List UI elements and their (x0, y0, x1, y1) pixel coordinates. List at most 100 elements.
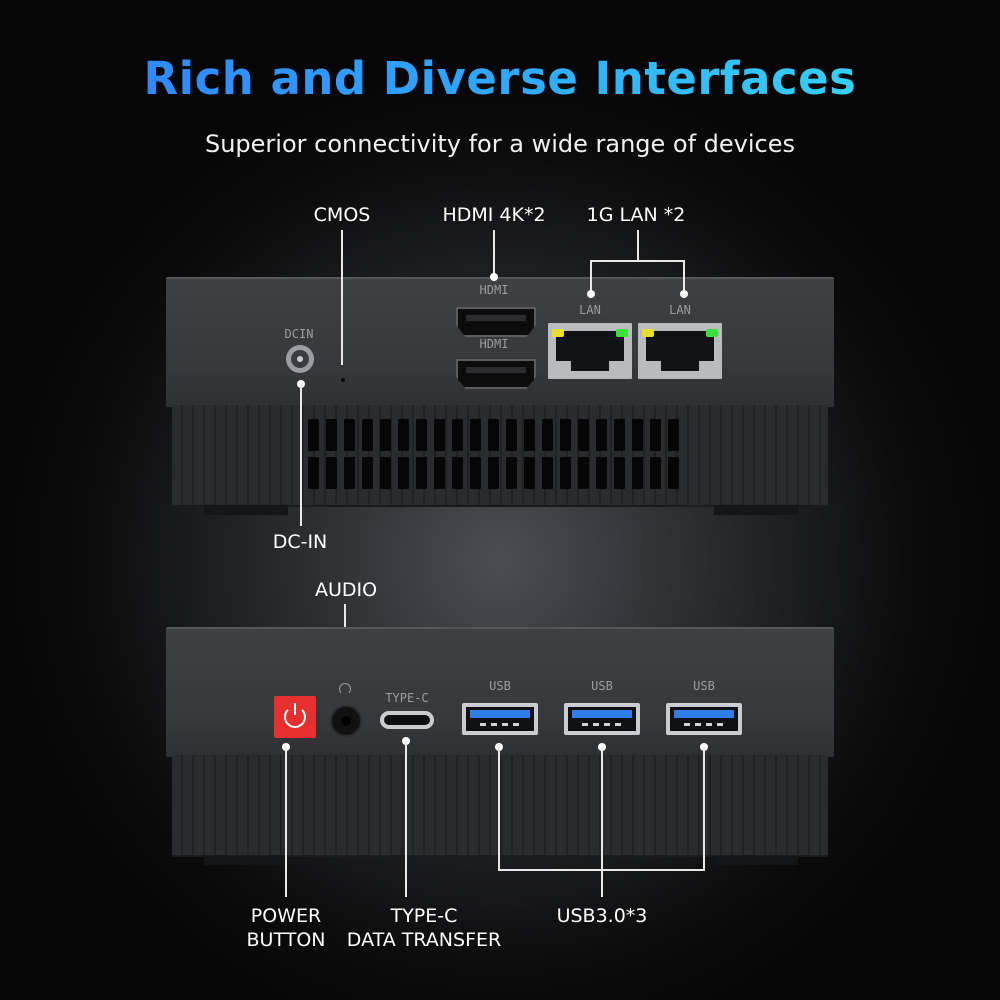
typec-port-label: TYPE-C (385, 691, 429, 705)
vent-slot (650, 457, 661, 489)
vent-slot (542, 419, 553, 451)
vent-slot (416, 419, 427, 451)
vent-slot (668, 419, 679, 451)
vent-slot (650, 419, 661, 451)
vent-slot (506, 457, 517, 489)
power-button[interactable] (274, 696, 316, 738)
typec-callout-line (405, 741, 407, 897)
hdmi-callout-dot (490, 273, 498, 281)
vent-slot (470, 457, 481, 489)
headphone-icon (338, 683, 352, 697)
vent-slot (470, 419, 481, 451)
dcin-port (286, 345, 314, 373)
vent-slot (668, 457, 679, 489)
page-subtitle: Superior connectivity for a wide range o… (204, 130, 795, 158)
power-callout-line (285, 747, 287, 897)
vent-slot (632, 457, 643, 489)
front-device: TYPE-C USB USB USB (166, 627, 834, 867)
vent-slot (452, 457, 463, 489)
vent-slot (326, 457, 337, 489)
power-icon (284, 706, 306, 728)
front-heatsink (172, 755, 828, 857)
vent-slot (434, 419, 445, 451)
lan-left-port-label: LAN (579, 303, 601, 317)
vent-slot (542, 457, 553, 489)
lan-left-dot (587, 290, 595, 298)
cmos-callout-line (341, 230, 343, 365)
vent-slot (362, 419, 373, 451)
vent-slot (596, 419, 607, 451)
hdmi-port-bottom (456, 359, 536, 389)
lan-callout-left-tick (590, 260, 592, 294)
page-title: Rich and Diverse Interfaces (0, 52, 1000, 105)
rear-heatsink (172, 405, 828, 507)
front-foot-left (204, 855, 288, 865)
typec-callout-line2: DATA TRANSFER (346, 929, 502, 951)
lan-callout-bracket (590, 260, 685, 262)
vent-slot (344, 457, 355, 489)
vent-slot (488, 457, 499, 489)
usb1-port-label: USB (489, 679, 511, 693)
usb-port-2 (564, 703, 640, 735)
vent-slot (524, 419, 535, 451)
vent-slot (452, 419, 463, 451)
lan-right-port-label: LAN (669, 303, 691, 317)
vent-slot (488, 419, 499, 451)
vent-slot (398, 457, 409, 489)
usb2-port-label: USB (591, 679, 613, 693)
typec-callout-line1: TYPE-C (390, 905, 458, 927)
vent-slot (506, 419, 517, 451)
lan-port-right (638, 323, 722, 379)
vent-slot (362, 457, 373, 489)
vent-slot (614, 457, 625, 489)
usb-callout: USB3.0*3 (556, 905, 648, 927)
rear-foot-left (204, 505, 288, 515)
vent-slot (614, 419, 625, 451)
rear-device: DCIN HDMI HDMI LAN LAN (166, 277, 834, 517)
vent-slot (398, 419, 409, 451)
usb2-callout-line (601, 747, 603, 897)
cmos-reset-hole (341, 378, 345, 382)
usb3-port-label: USB (693, 679, 715, 693)
lan-port-left (548, 323, 632, 379)
vent-slot (524, 457, 535, 489)
rear-panel: DCIN HDMI HDMI LAN LAN (166, 277, 834, 407)
rear-foot-right (714, 505, 798, 515)
vent-slot (326, 419, 337, 451)
vent-slot (308, 419, 319, 451)
rear-vent-grille (308, 419, 688, 491)
usb-port-1 (462, 703, 538, 735)
lan-callout: 1G LAN *2 (586, 204, 686, 226)
vent-slot (632, 419, 643, 451)
cmos-callout: CMOS (313, 204, 371, 226)
power-callout-line2: BUTTON (246, 929, 326, 951)
hdmi-callout: HDMI 4K*2 (442, 204, 546, 226)
hdmi-port-top (456, 307, 536, 337)
front-foot-right (714, 855, 798, 865)
lan-callout-right-tick (683, 260, 685, 294)
dcin-callout: DC-IN (272, 531, 328, 553)
vent-slot (560, 419, 571, 451)
vent-slot (416, 457, 427, 489)
hdmi-top-port-label: HDMI (479, 283, 509, 297)
power-callout-line1: POWER (250, 905, 322, 927)
hdmi-bottom-port-label: HDMI (479, 337, 509, 351)
vent-slot (344, 419, 355, 451)
vent-slot (578, 457, 589, 489)
dcin-callout-line (300, 384, 302, 526)
lan-callout-line (637, 230, 639, 260)
vent-slot (596, 457, 607, 489)
vent-slot (578, 419, 589, 451)
front-panel: TYPE-C USB USB USB (166, 627, 834, 757)
audio-callout: AUDIO (314, 579, 378, 601)
audio-jack (330, 705, 362, 737)
vent-slot (560, 457, 571, 489)
usb3-callout-line (703, 747, 705, 871)
typec-port (380, 711, 434, 729)
usb-port-3 (666, 703, 742, 735)
hdmi-callout-line (493, 230, 495, 278)
vent-slot (380, 419, 391, 451)
dcin-port-label: DCIN (284, 327, 314, 341)
lan-right-dot (680, 290, 688, 298)
usb1-callout-line (498, 747, 500, 871)
